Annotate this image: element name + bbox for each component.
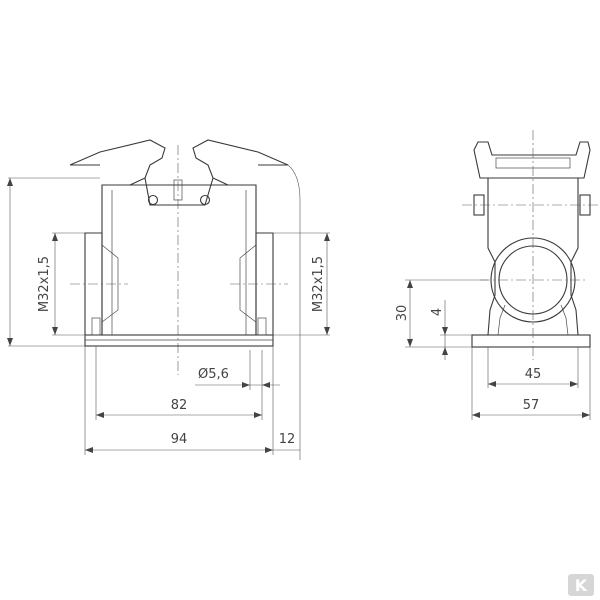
side-base-plate [471, 334, 591, 348]
dim-right-leader [287, 164, 301, 460]
arrow-57-right [582, 412, 590, 418]
side-body-inner-left [497, 304, 506, 336]
dim-right-thread-label: M32x1,5 [311, 256, 326, 312]
front-center-latch [173, 179, 183, 201]
front-left-boss-chamfer [101, 244, 119, 323]
brand-logo-letter: K [575, 576, 588, 595]
front-right-boss-chamfer [239, 244, 257, 323]
arrow-82-right [254, 412, 262, 418]
front-main-body [101, 184, 257, 335]
arrow-height-top [7, 178, 13, 186]
front-lever-right [192, 139, 289, 186]
arrow-45-left [488, 381, 496, 387]
front-dimensions: M32x1,5 M32x1,5 Ø5,6 82 94 12 [7, 164, 330, 460]
arrow-4-bottom [442, 347, 448, 355]
dim-hole-label: Ø5,6 [198, 367, 229, 382]
side-body-inner-right [560, 304, 569, 336]
front-view [69, 139, 289, 375]
arrow-hole-right [262, 382, 270, 388]
arrow-4-top [442, 327, 448, 335]
dim-12-label: 12 [279, 432, 296, 447]
arrow-height-bottom [7, 338, 13, 346]
arrow-30-top [407, 280, 413, 288]
front-right-foot [257, 317, 267, 336]
side-view [462, 130, 600, 360]
front-pin-left [147, 194, 159, 206]
front-base-plate [84, 334, 274, 347]
dim-30-label: 30 [395, 305, 410, 322]
arrow-left-thread-top [52, 233, 58, 241]
dim-82-label: 82 [171, 398, 188, 413]
dim-left-thread-label: M32x1,5 [37, 256, 52, 312]
dim-94-label: 94 [171, 432, 188, 447]
dim-57-label: 57 [523, 398, 540, 413]
front-pin-right [199, 194, 211, 206]
arrow-right-thread-top [324, 233, 330, 241]
arrow-94-left [85, 447, 93, 453]
side-dimensions: 30 4 45 57 [395, 279, 591, 420]
arrow-82-left [96, 412, 104, 418]
arrow-45-right [570, 381, 578, 387]
brand-logo-bg [568, 574, 594, 596]
front-lever-center [144, 177, 214, 206]
front-left-foot [91, 317, 101, 336]
arrow-left-thread-bottom [52, 327, 58, 335]
brand-logo: K [568, 574, 594, 596]
dim-4-label: 4 [430, 308, 445, 316]
arrow-right-thread-bottom [324, 327, 330, 335]
side-lever [473, 141, 591, 179]
arrow-hole-left [242, 382, 250, 388]
arrow-94-right [265, 447, 273, 453]
dim-45-label: 45 [525, 367, 542, 382]
arrow-57-left [472, 412, 480, 418]
front-lever-left [69, 139, 166, 186]
arrow-30-bottom [407, 339, 413, 347]
